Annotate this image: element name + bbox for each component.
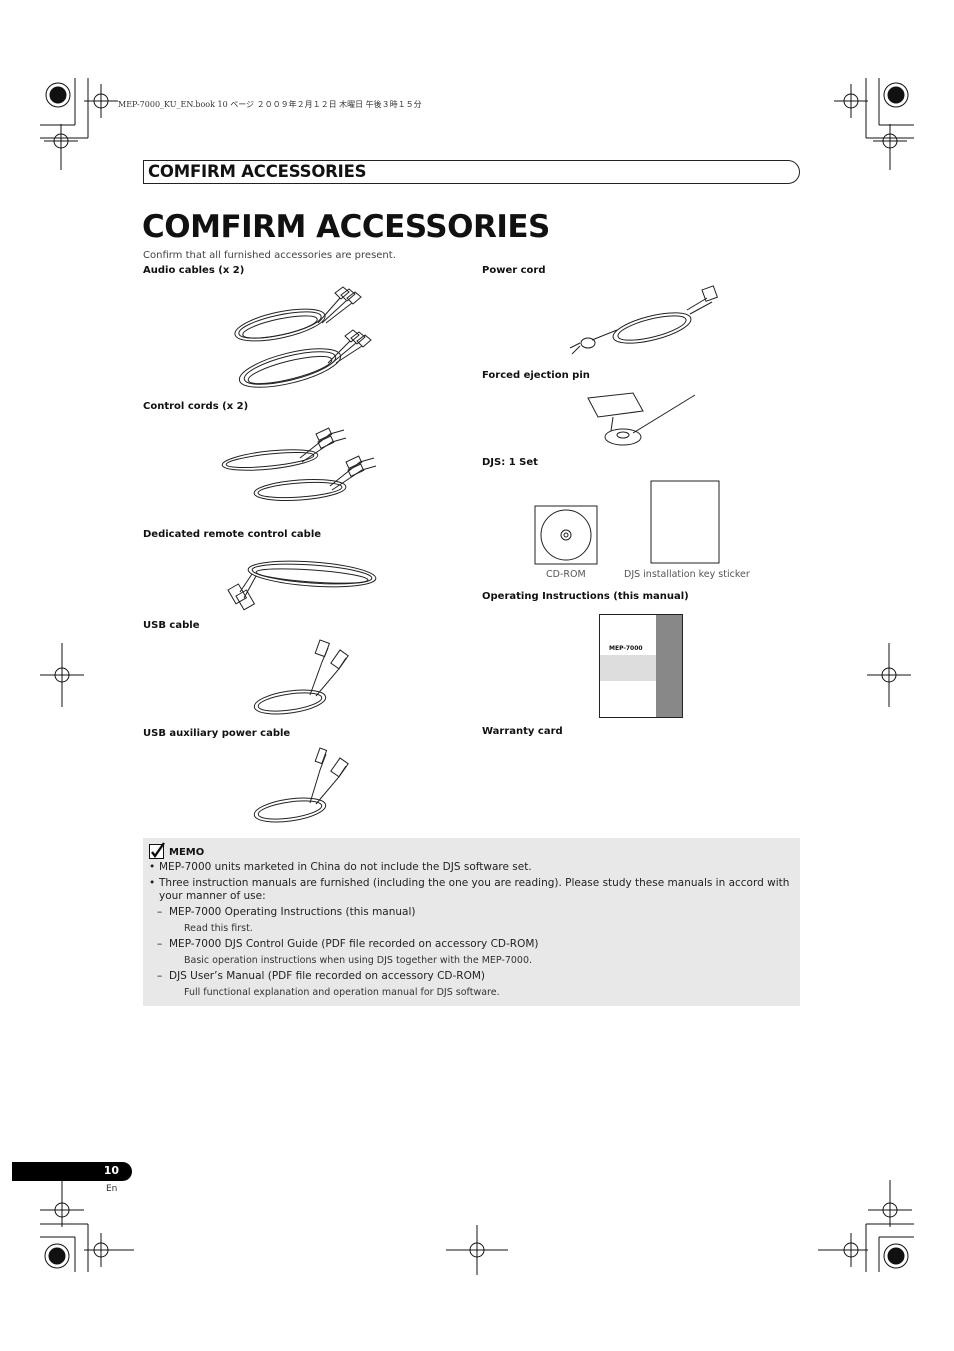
checkmark-icon	[149, 842, 165, 859]
manual-entry-note: Full functional explanation and operatio…	[184, 987, 500, 998]
manual-entry-note: Basic operation instructions when using …	[184, 955, 533, 966]
usb-cable-illustration	[253, 639, 349, 715]
audio-cables-illustration	[234, 286, 372, 388]
cd-rom-illustration	[534, 505, 598, 565]
memo-box: MEMO MEP-7000 units marketed in China do…	[143, 838, 800, 1006]
cd-rom-caption: CD-ROM	[546, 569, 586, 580]
usb-cable-label: USB cable	[143, 620, 200, 631]
audio-cables-label: Audio cables (x 2)	[143, 265, 245, 276]
dash: –	[157, 906, 163, 918]
dash: –	[157, 938, 163, 950]
manual-entry-title: MEP-7000 DJS Control Guide (PDF file rec…	[169, 938, 539, 950]
djs-set-label: DJS: 1 Set	[482, 457, 538, 468]
dash: –	[157, 970, 163, 982]
section-tab: COMFIRM ACCESSORIES	[143, 160, 800, 184]
remote-cable-label: Dedicated remote control cable	[143, 529, 322, 540]
page-number-tab: 10	[12, 1162, 132, 1181]
page-number: 10	[103, 1164, 119, 1177]
manual-entry: – MEP-7000 DJS Control Guide (PDF file r…	[149, 938, 794, 951]
ejection-pin-label: Forced ejection pin	[482, 370, 590, 381]
manual-band	[600, 655, 656, 681]
warranty-card-label: Warranty card	[482, 726, 563, 737]
power-cord-label: Power cord	[482, 265, 546, 276]
remote-cable-illustration	[227, 560, 377, 611]
manual-entry: – MEP-7000 Operating Instructions (this …	[149, 906, 794, 919]
power-cord-illustration	[569, 285, 719, 355]
manual-cover: MEP-7000	[599, 614, 683, 718]
memo-bullet: Three instruction manuals are furnished …	[149, 877, 794, 903]
manual-cover-text: MEP-7000	[609, 645, 643, 652]
control-cords-illustration	[221, 427, 377, 501]
memo-bullet: MEP-7000 units marketed in China do not …	[149, 861, 794, 874]
control-cords-label: Control cords (x 2)	[143, 401, 249, 412]
section-tab-label: COMFIRM ACCESSORIES	[148, 162, 367, 181]
page-title: COMFIRM ACCESSORIES	[142, 209, 550, 245]
memo-label: MEMO	[169, 846, 205, 858]
manual-entry-title: DJS User’s Manual (PDF file recorded on …	[169, 970, 485, 982]
manual-spine	[656, 615, 682, 717]
language-code: En	[106, 1184, 118, 1194]
operating-instructions-label: Operating Instructions (this manual)	[482, 591, 689, 602]
manual-entry-title: MEP-7000 Operating Instructions (this ma…	[169, 906, 416, 918]
manual-entry: – DJS User’s Manual (PDF file recorded o…	[149, 970, 794, 983]
intro-text: Confirm that all furnished accessories a…	[143, 250, 396, 261]
key-sticker-caption: DJS installation key sticker	[624, 569, 750, 580]
memo-list: MEP-7000 units marketed in China do not …	[149, 861, 794, 999]
ejection-pin-illustration	[587, 392, 696, 446]
memo-header: MEMO	[149, 842, 205, 860]
key-sticker-illustration	[650, 480, 720, 564]
print-header: MEP-7000_KU_EN.book 10 ページ ２００９年２月１２日 木曜…	[118, 100, 422, 109]
usb-aux-power-illustration	[253, 747, 349, 823]
usb-aux-power-label: USB auxiliary power cable	[143, 728, 291, 739]
manual-entry-note: Read this first.	[184, 923, 253, 934]
